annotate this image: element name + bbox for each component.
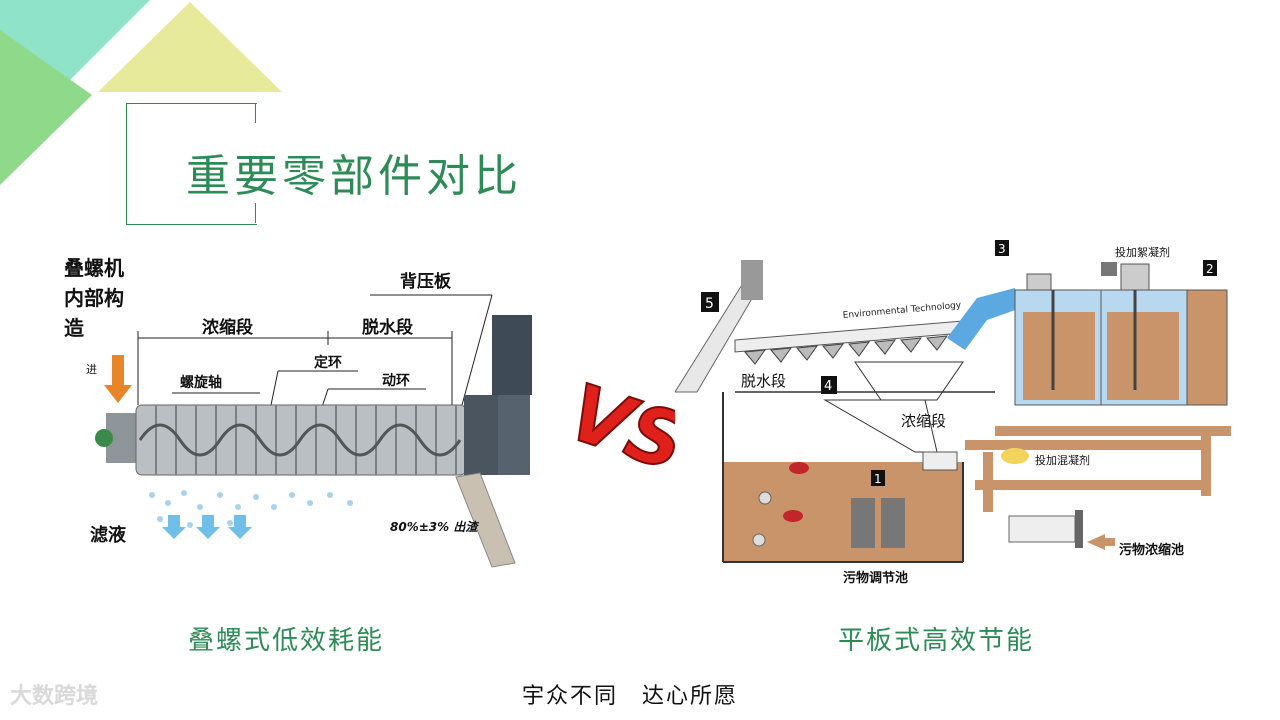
title-frame-edge <box>255 103 256 123</box>
plate-press-diagram: 污物调节池 Environmental Technology 脱水段 浓缩段 投… <box>675 240 1231 585</box>
brand-label: Environmental Technology <box>842 301 962 321</box>
watermark: 大数跨境 <box>10 684 99 709</box>
fixed-ring-label: 定环 <box>314 354 342 371</box>
title-frame <box>126 103 257 225</box>
caption-right: 平板式高效节能 <box>838 626 1035 656</box>
corner-decoration <box>0 0 282 185</box>
screw-press-heading-1: 叠螺机 <box>64 256 124 280</box>
screw-press-heading-3: 造 <box>64 316 85 340</box>
slogan: 宇众不同 达心所愿 <box>522 684 739 709</box>
title-frame-edge <box>255 203 256 223</box>
filtrate-arrow <box>162 515 186 539</box>
regulating-tank-label: 污物调节池 <box>843 570 908 585</box>
thickening-section-label-right: 浓缩段 <box>901 412 946 430</box>
sludge-tank-label: 污物浓缩池 <box>1119 542 1184 558</box>
inlet-label: 进 <box>86 363 97 376</box>
sludge-out-label: 80%±3% 出渣 <box>390 520 479 534</box>
caption-left: 叠螺式低效耗能 <box>188 626 385 656</box>
back-pressure-plate-label: 背压板 <box>400 271 452 292</box>
marker-4: 4 <box>824 379 832 394</box>
screw-press-diagram: 叠螺机 内部构 造 浓缩段 脱水段 背压板 定环 动环 螺旋轴 进 80%±3%… <box>64 256 532 568</box>
screw-press-heading-2: 内部构 <box>64 286 124 310</box>
screw-shaft-label: 螺旋轴 <box>180 374 222 391</box>
coagulant-label: 投加混凝剂 <box>1035 453 1090 467</box>
marker-2: 2 <box>1206 262 1214 276</box>
flocculant-label: 投加絮凝剂 <box>1115 245 1170 259</box>
marker-1: 1 <box>874 472 882 486</box>
filtrate-label: 滤液 <box>90 524 127 546</box>
vs-text: VS <box>565 368 675 475</box>
filtrate-arrow <box>228 515 252 539</box>
dewatering-section-label: 脱水段 <box>362 317 413 338</box>
inlet-arrow <box>104 355 132 403</box>
thickening-section-label: 浓缩段 <box>202 317 253 338</box>
moving-ring-label: 动环 <box>382 372 410 389</box>
page-title: 重要零部件对比 <box>186 151 522 202</box>
vs-graphic: VS <box>565 367 675 475</box>
filtrate-arrow <box>196 515 220 539</box>
dewatering-section-label-right: 脱水段 <box>741 372 786 390</box>
marker-5: 5 <box>705 296 714 312</box>
marker-3: 3 <box>998 242 1006 256</box>
